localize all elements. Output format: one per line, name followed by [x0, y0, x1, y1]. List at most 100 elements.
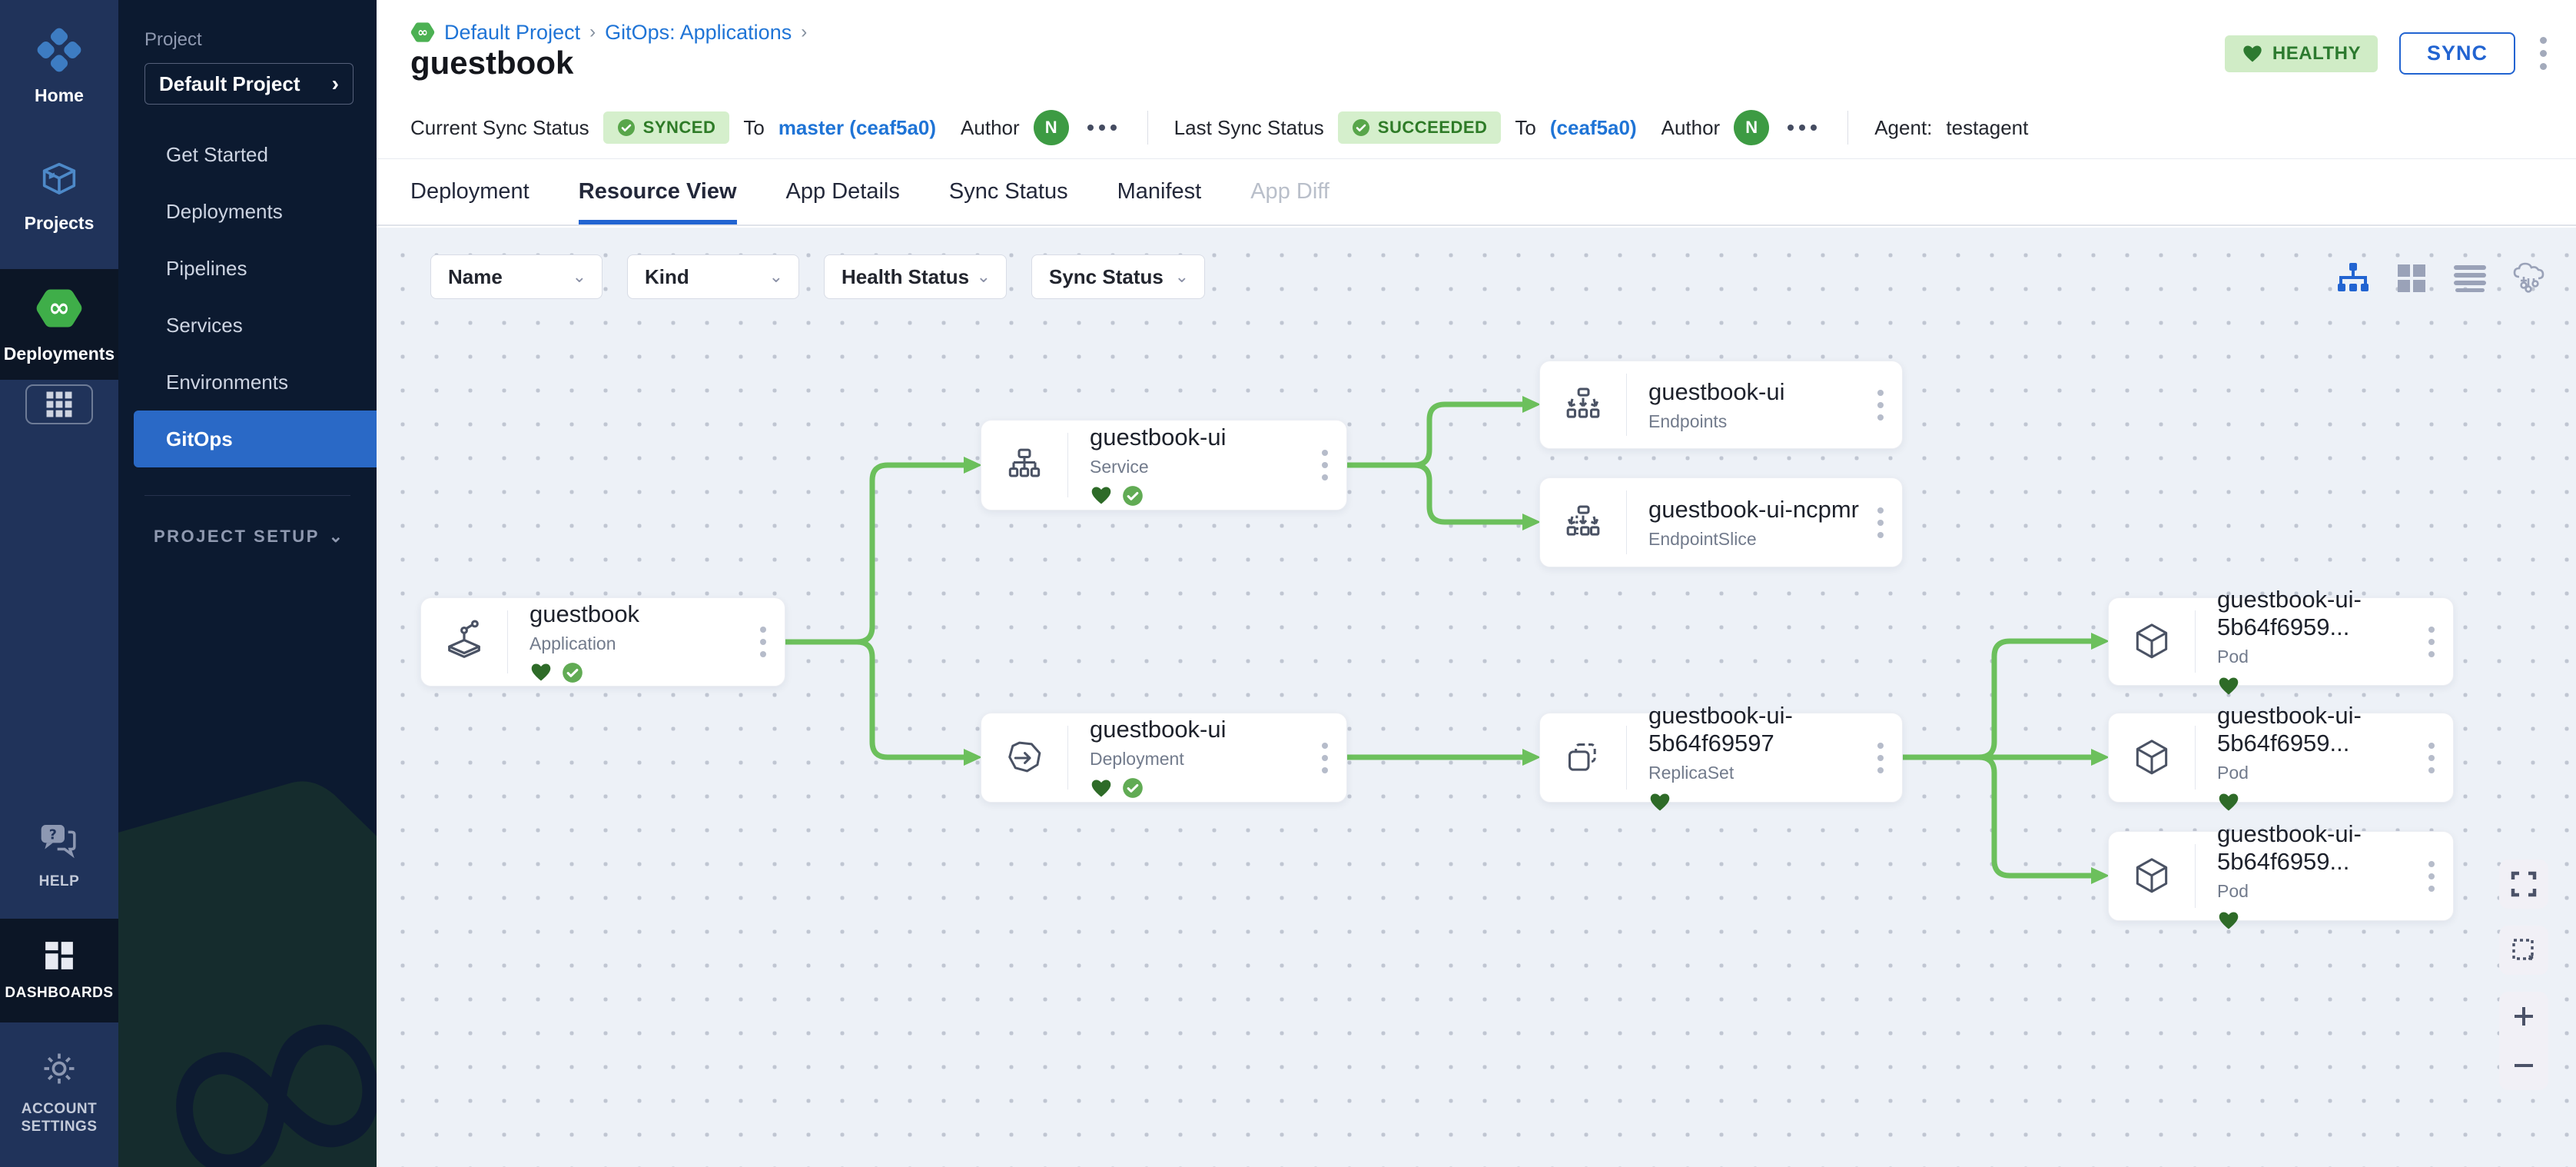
page-title: guestbook — [410, 45, 574, 81]
resource-name: guestbook-ui — [1090, 423, 1227, 451]
filter-name[interactable]: Name⌄ — [430, 254, 603, 299]
sidebar-item-get-started[interactable]: Get Started — [166, 142, 268, 166]
rail-item-projects[interactable]: Projects — [0, 141, 118, 249]
healthy-heart-icon — [1091, 487, 1111, 504]
resource-name: guestbook-ui — [1090, 716, 1227, 743]
resource-name: guestbook-ui-ncpmr — [1648, 495, 1859, 523]
sync-button[interactable]: SYNC — [2398, 32, 2515, 75]
node-menu-button[interactable] — [2410, 742, 2453, 773]
tab-resource-view[interactable]: Resource View — [578, 170, 737, 224]
rail-item-home[interactable]: Home — [0, 11, 118, 121]
project-setup-toggle[interactable]: PROJECT SETUP ⌄ — [154, 527, 343, 546]
rail-label: Projects — [24, 213, 95, 233]
filter-sync-status[interactable]: Sync Status⌄ — [1031, 254, 1205, 299]
chevron-separator: › — [589, 22, 596, 42]
heart-icon — [2243, 45, 2262, 62]
commit-details-button[interactable] — [1783, 120, 1821, 135]
node-menu-button[interactable] — [1859, 389, 1902, 421]
resource-name: guestbook-ui-5b64f6959... — [2217, 702, 2362, 756]
last-revision-link[interactable]: (ceaf5a0) — [1549, 115, 1637, 139]
healthy-heart-icon — [2219, 677, 2239, 695]
marquee-select-icon[interactable] — [2499, 926, 2548, 975]
node-deployment-guestbook-ui[interactable]: guestbook-ui Deployment — [981, 713, 1347, 803]
node-service-guestbook-ui[interactable]: guestbook-ui Service — [981, 420, 1347, 510]
node-menu-button[interactable] — [1859, 507, 1902, 538]
node-menu-button[interactable] — [2410, 626, 2453, 657]
tab-app-details[interactable]: App Details — [785, 179, 900, 204]
gear-icon — [39, 1049, 79, 1092]
sidebar-item-gitops[interactable]: GitOps — [134, 411, 377, 467]
rail-label: DASHBOARDS — [5, 984, 114, 1001]
svg-text:∞: ∞ — [48, 292, 70, 322]
resource-tree-canvas[interactable]: Name⌄ Kind⌄ Health Status⌄ Sync Status⌄ — [377, 228, 2576, 1167]
divider — [1847, 111, 1849, 145]
sidebar-menu: Get Started Deployments Pipelines Servic… — [118, 126, 377, 467]
resource-kind: Endpoints — [1648, 411, 1728, 431]
network-view-icon[interactable] — [2508, 258, 2548, 298]
resource-status — [529, 661, 742, 684]
sidebar-item-environments[interactable]: Environments — [166, 370, 288, 394]
tree-view-icon[interactable] — [2333, 258, 2373, 298]
resource-name: guestbook-ui-5b64f69597 — [1648, 702, 1793, 756]
check-circle-icon — [1352, 119, 1369, 136]
zoom-out-icon[interactable] — [2499, 1041, 2548, 1090]
module-rail: Home Projects ∞ Deployments — [0, 0, 118, 1167]
rail-item-account-settings[interactable]: ACCOUNT SETTINGS — [0, 1033, 118, 1152]
rail-item-dashboards[interactable]: DASHBOARDS — [0, 918, 118, 1022]
sidebar-item-services[interactable]: Services — [166, 313, 243, 337]
commit-details-button[interactable] — [1083, 120, 1121, 135]
rail-item-help[interactable]: ? HELP — [0, 806, 118, 906]
tab-manifest[interactable]: Manifest — [1117, 179, 1202, 204]
sidebar-item-deployments[interactable]: Deployments — [166, 199, 283, 223]
cube-icon — [37, 157, 81, 205]
synced-check-icon — [1123, 778, 1143, 798]
to-label: To — [1515, 115, 1536, 139]
fullscreen-icon[interactable] — [2499, 859, 2548, 909]
breadcrumb-project-link[interactable]: Default Project — [444, 20, 581, 44]
zoom-pill — [2499, 992, 2548, 1090]
service-icon — [981, 444, 1067, 487]
node-menu-button[interactable] — [1303, 450, 1346, 480]
grid-view-icon[interactable] — [2392, 258, 2432, 298]
node-endpointslice-guestbook-ui-ncpmr[interactable]: guestbook-ui-ncpmr EndpointSlice — [1539, 477, 1903, 567]
resource-name: guestbook-ui-5b64f6959... — [2217, 820, 2362, 875]
gitops-watermark: ∞ — [118, 711, 377, 1167]
endpointslice-icon — [1540, 501, 1626, 544]
synced-badge: SYNCED — [603, 111, 730, 144]
healthy-heart-icon — [1091, 779, 1111, 797]
list-view-icon[interactable] — [2450, 258, 2490, 298]
project-selector-value: Default Project — [159, 71, 300, 95]
tab-deployment[interactable]: Deployment — [410, 179, 529, 204]
app-menu-button[interactable] — [2537, 34, 2550, 73]
node-pod-3[interactable]: guestbook-ui-5b64f6959... Pod — [2108, 820, 2454, 929]
resource-name: guestbook — [529, 600, 640, 627]
module-selector-grid-icon[interactable] — [25, 384, 93, 424]
endpoints-icon — [1540, 384, 1626, 427]
last-sync-label: Last Sync Status — [1173, 115, 1324, 139]
project-selector[interactable]: Default Project › — [144, 63, 354, 105]
zoom-in-icon[interactable] — [2499, 992, 2548, 1041]
current-revision-link[interactable]: master (ceaf5a0) — [778, 115, 937, 139]
filter-health-status[interactable]: Health Status⌄ — [824, 254, 1007, 299]
rail-item-deployments[interactable]: ∞ Deployments — [0, 269, 118, 380]
tab-sync-status[interactable]: Sync Status — [948, 179, 1068, 204]
resource-status — [1090, 776, 1303, 800]
node-endpoints-guestbook-ui[interactable]: guestbook-ui Endpoints — [1539, 361, 1903, 449]
node-menu-button[interactable] — [1859, 742, 1902, 773]
node-menu-button[interactable] — [1303, 742, 1346, 773]
help-chat-icon: ? — [38, 821, 81, 865]
node-pod-1[interactable]: guestbook-ui-5b64f6959... Pod — [2108, 586, 2454, 695]
node-menu-button[interactable] — [2410, 860, 2453, 892]
node-pod-2[interactable]: guestbook-ui-5b64f6959... Pod — [2108, 702, 2454, 811]
sidebar-item-pipelines[interactable]: Pipelines — [166, 256, 247, 280]
resource-kind: Application — [529, 633, 616, 653]
filter-kind[interactable]: Kind⌄ — [627, 254, 799, 299]
main-content: ∞ Default Project › GitOps: Applications… — [377, 0, 2576, 1167]
resource-kind: Deployment — [1090, 749, 1184, 769]
node-replicaset-guestbook-ui-5b64f69597[interactable]: guestbook-ui-5b64f69597 ReplicaSet — [1539, 702, 1903, 811]
chevron-down-icon: ⌄ — [768, 267, 783, 286]
node-application-guestbook[interactable]: guestbook Application — [420, 597, 785, 687]
node-menu-button[interactable] — [742, 627, 785, 657]
breadcrumb-applications-link[interactable]: GitOps: Applications — [605, 20, 792, 44]
